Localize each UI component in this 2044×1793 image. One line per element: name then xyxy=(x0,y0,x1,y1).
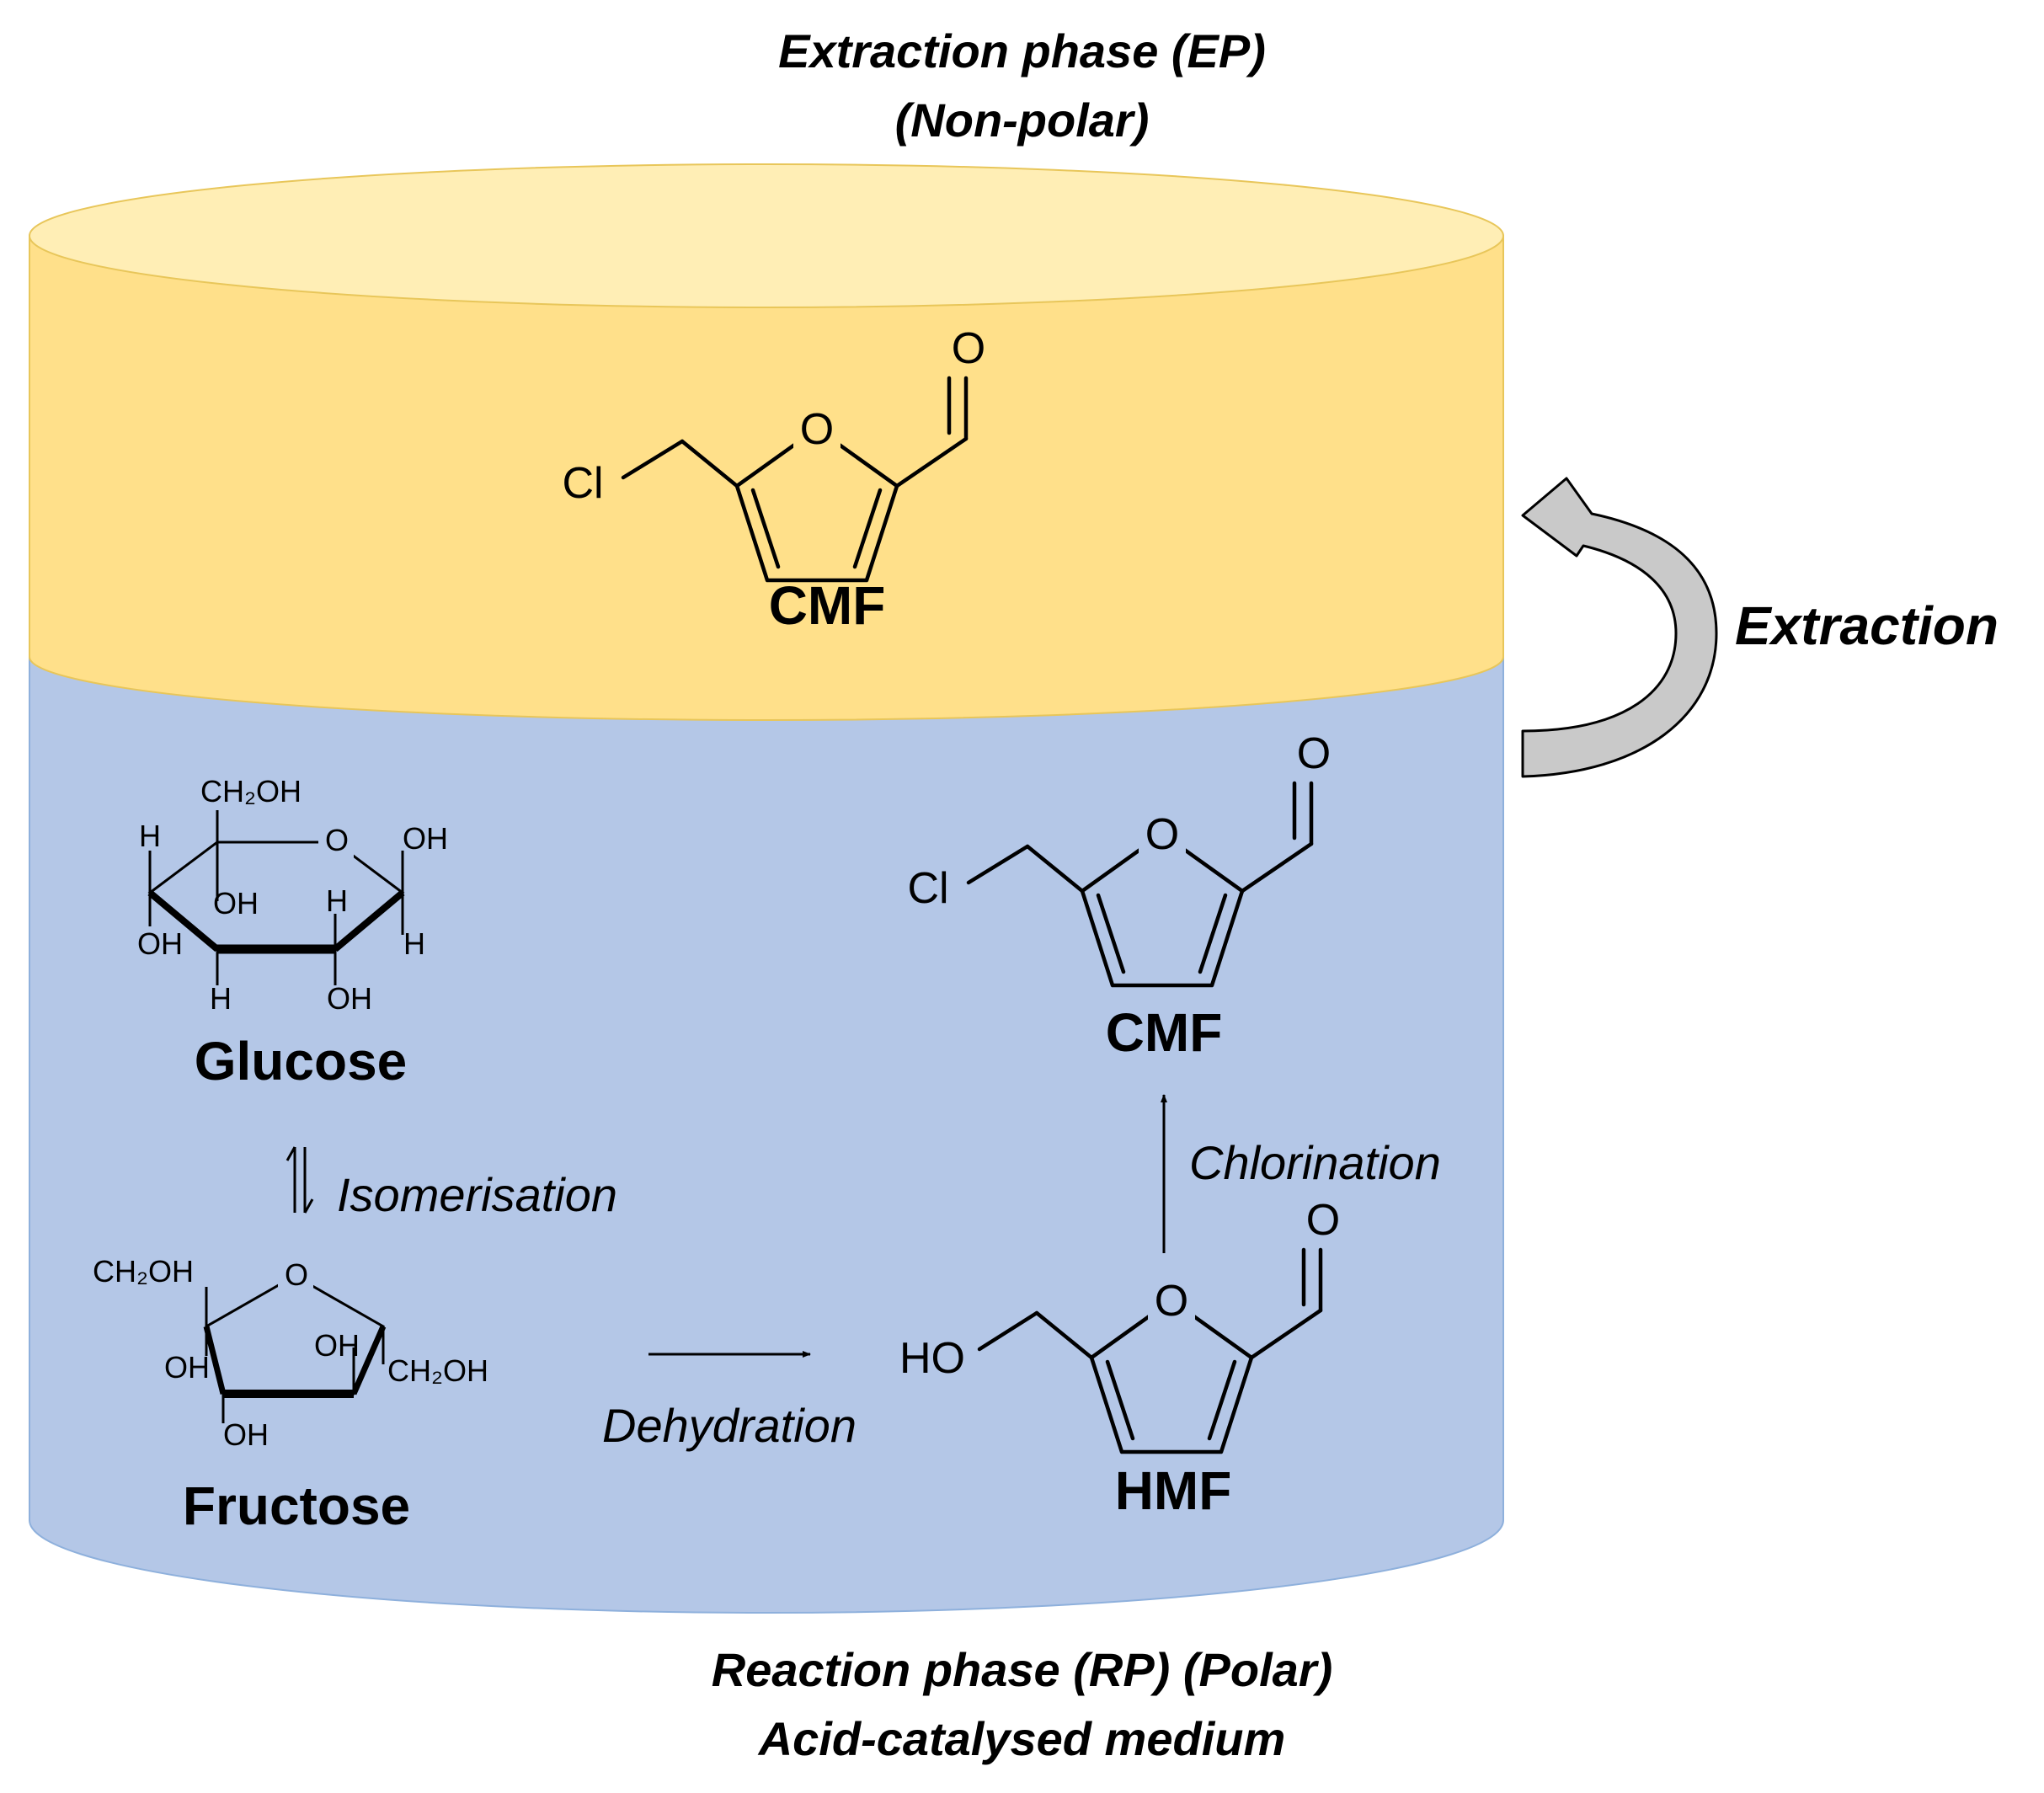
isomerisation-arrows: Isomerisation xyxy=(286,1146,617,1221)
glucose-oh-c4: OH xyxy=(137,926,183,961)
hmf-molecule: O O HO HMF xyxy=(899,1196,1340,1521)
extraction-arrow-shape xyxy=(1521,477,1718,778)
cmf-bottom-carbonyl-oxygen: O xyxy=(1297,729,1331,778)
hmf-hydroxyl: HO xyxy=(899,1334,965,1383)
cmf-top-label: CMF xyxy=(769,575,886,636)
reaction-phase-subtitle: Acid-catalysed medium xyxy=(758,1712,1286,1765)
glucose-oh-c3: OH xyxy=(213,886,259,921)
glucose-h-c4: H xyxy=(139,819,161,853)
hmf-ring-oxygen: O xyxy=(1155,1277,1188,1326)
ring-o-mask xyxy=(793,402,841,452)
isomerisation-label: Isomerisation xyxy=(337,1168,617,1221)
cmf-bottom-chlorine: Cl xyxy=(907,864,948,913)
carbonyl-oxygen: O xyxy=(952,324,985,373)
glucose-ring-o: O xyxy=(325,823,349,857)
cmf-bottom-label: CMF xyxy=(1106,1002,1223,1063)
chlorination-step: Chlorination xyxy=(1161,1094,1441,1253)
fructose-ch2oh-right: CH₂OH xyxy=(387,1353,488,1388)
reaction-phase-title: Reaction phase (RP) (Polar) xyxy=(711,1643,1333,1696)
extraction-phase-subtitle: (Non-polar) xyxy=(894,93,1150,147)
dehydration-step: Dehydration xyxy=(602,1351,857,1452)
extraction-phase-layer xyxy=(29,163,1504,721)
fructose-molecule: CH₂OH O OH OH OH CH₂OH Fructose xyxy=(93,1254,488,1536)
furan-ring xyxy=(734,426,899,583)
glucose-label: Glucose xyxy=(195,1031,408,1091)
cmf-bottom-ring-oxygen: O xyxy=(1145,810,1179,859)
hmf-label: HMF xyxy=(1115,1460,1232,1521)
glucose-h-c3: H xyxy=(326,883,348,918)
fructose-ch2oh-left: CH₂OH xyxy=(93,1254,194,1289)
fructose-oh-bottom: OH xyxy=(223,1417,269,1452)
fructose-oh-left: OH xyxy=(164,1350,210,1385)
fructose-ring-o: O xyxy=(285,1257,308,1292)
fructose-label: Fructose xyxy=(183,1475,410,1536)
extraction-arrow: Extraction xyxy=(1521,477,1999,778)
extraction-label: Extraction xyxy=(1735,595,1999,656)
extraction-phase-top xyxy=(29,163,1504,308)
glucose-ch2oh: CH₂OH xyxy=(200,774,302,808)
extraction-phase-body xyxy=(29,235,1504,721)
glucose-oh-c2: OH xyxy=(327,981,372,1016)
dehydration-label: Dehydration xyxy=(602,1399,857,1452)
chlorine-atom: Cl xyxy=(562,459,603,508)
cmf-top-molecule: O O Cl CMF xyxy=(562,324,985,636)
glucose-molecule: CH₂OH O OH H H OH OH H H OH Glucose xyxy=(137,774,448,1091)
ring-oxygen: O xyxy=(800,405,834,454)
glucose-h-c1: H xyxy=(403,926,425,961)
glucose-oh-c1: OH xyxy=(403,821,448,856)
cmf-bottom-molecule: O O Cl CMF xyxy=(907,729,1331,1063)
glucose-h-c2: H xyxy=(210,981,232,1016)
extraction-phase-title: Extraction phase (EP) xyxy=(778,24,1266,77)
chlorination-label: Chlorination xyxy=(1189,1136,1441,1189)
hmf-carbonyl-oxygen: O xyxy=(1306,1196,1340,1245)
fructose-oh-right: OH xyxy=(314,1328,360,1363)
